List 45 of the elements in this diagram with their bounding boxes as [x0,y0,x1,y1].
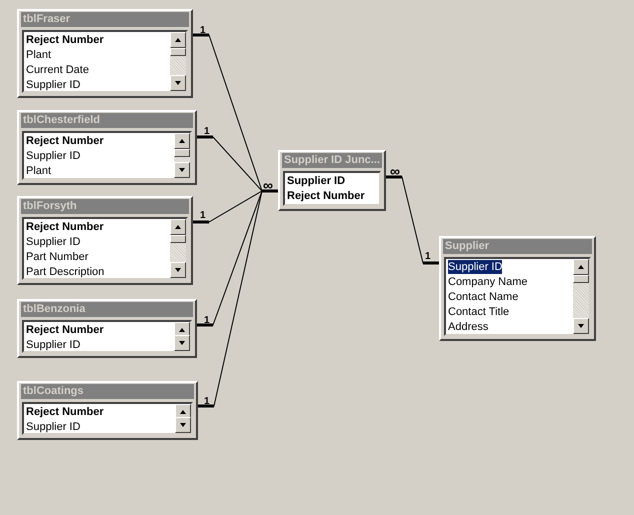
field-name: Current Date [26,63,89,77]
table-title: tblForsyth [21,199,189,214]
cardinality-label: ∞ [390,166,400,176]
cardinality-label: ∞ [263,180,273,190]
field-name: Reject Number [26,405,104,419]
cardinality-label: 1 [204,127,210,137]
field-name: Reject Number [26,134,104,148]
table-title: Supplier ID Junc... [282,153,382,168]
table-window [278,150,386,211]
field-name: Address [448,320,488,334]
field-name: Supplier ID [26,235,80,249]
table-window [17,110,197,185]
cardinality-label: 1 [200,26,206,36]
cardinality-label: 1 [204,397,210,407]
selected-field-name: Supplier ID [448,260,502,274]
field-name: Part Description [26,265,104,278]
field-name: Company Name [448,275,528,289]
field-name: Contact Title [448,305,510,319]
table-title: Supplier [443,239,592,254]
table-title: tblFraser [21,12,189,27]
field-name: Contact Name [448,290,518,304]
table-title: tblBenzonia [21,302,193,317]
field-name: Reject Number [287,189,365,203]
field-name: Supplier ID [287,174,346,188]
cardinality-label: 1 [200,211,206,221]
table-window [17,299,197,358]
table-window [17,9,193,98]
table-window [17,196,193,285]
cardinality-label: 1 [425,252,431,262]
field-name: Supplier ID [26,420,80,433]
field-name: Supplier ID [26,338,80,351]
relationship-line [384,176,440,264]
table-title: tblCoatings [21,384,194,399]
field-name: Supplier ID [26,149,80,163]
field-name: Reject Number [26,33,104,47]
field-name: Plant [26,164,52,178]
field-name: Reject Number [26,323,104,337]
table-window [17,381,198,440]
field-name: Reject Number [26,220,104,234]
field-name: Plant [26,48,52,62]
field-name: Part Number [26,250,88,264]
field-name: Supplier ID [26,78,80,91]
table-window [439,236,596,341]
cardinality-label: 1 [204,316,210,326]
table-title: tblChesterfield [21,113,193,128]
